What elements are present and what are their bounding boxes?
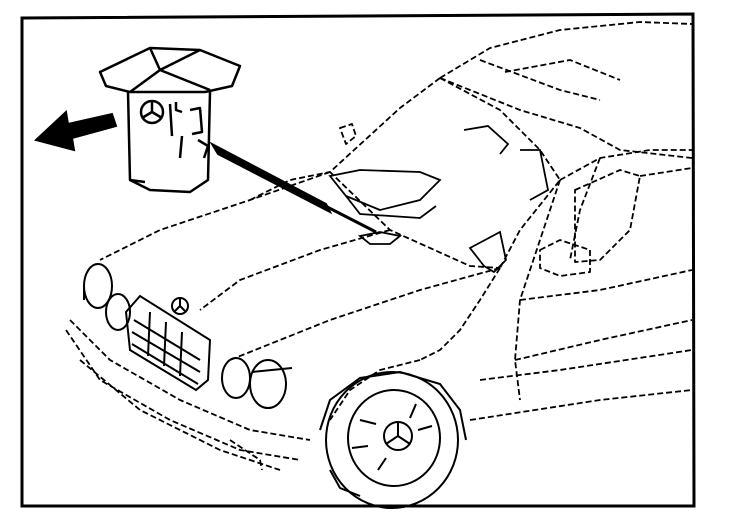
border [20, 12, 696, 508]
front-wheel [319, 370, 467, 509]
hood-emblem [171, 297, 189, 315]
car-body [65, 21, 693, 471]
callout-part [98, 46, 242, 194]
headlights [83, 263, 293, 409]
windshield-wiper-area [328, 125, 550, 274]
direction-arrow [33, 109, 118, 152]
grille [124, 294, 212, 392]
